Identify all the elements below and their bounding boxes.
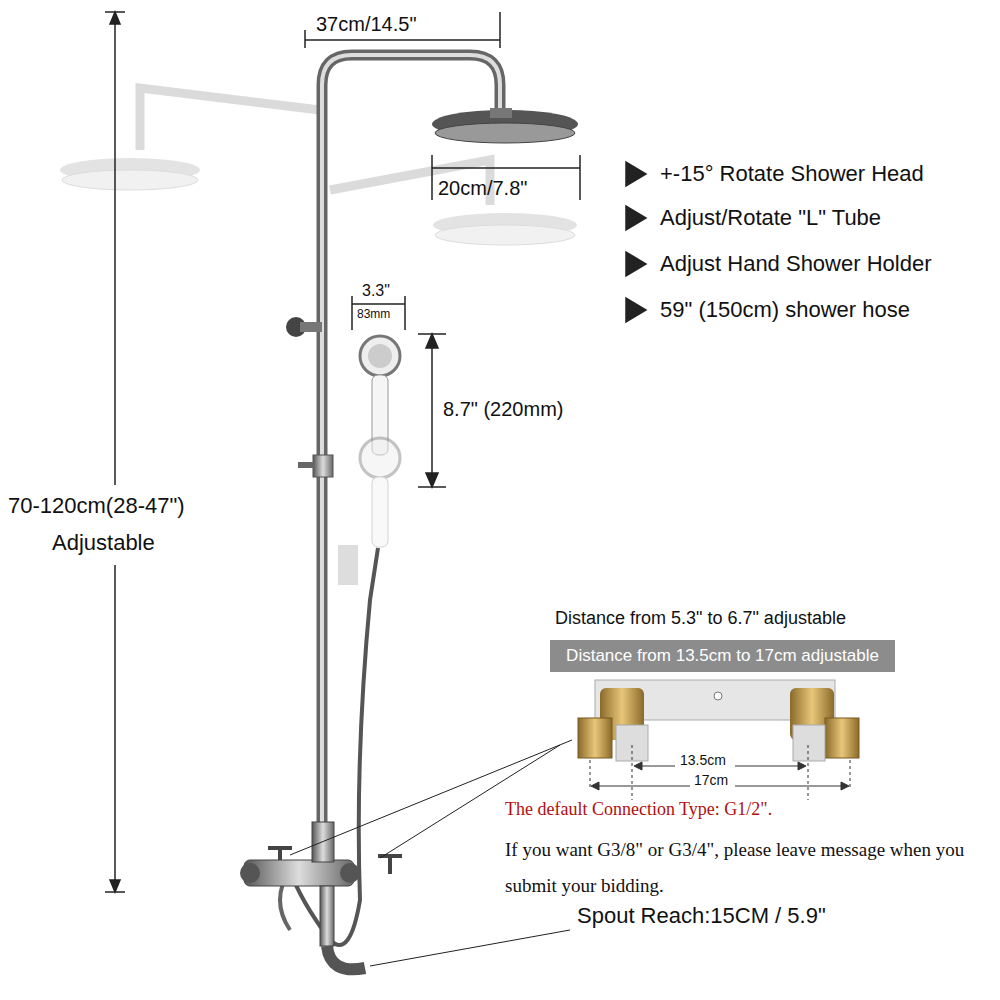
dimension-label: 8.7" (220mm) <box>443 398 563 421</box>
band-text: Distance from 13.5cm to 17cm adjustable <box>566 646 879 666</box>
connection-note: The default Connection Type: G1/2". <box>505 799 772 820</box>
dimension-label: 17cm <box>694 772 728 788</box>
dimension-label: 3.3" <box>362 282 390 300</box>
distance-band: Distance from 13.5cm to 17cm adjustable <box>550 640 895 672</box>
feature-text: Adjust/Rotate "L" Tube <box>660 205 881 231</box>
dimension-label: 37cm/14.5" <box>316 13 417 36</box>
dimension-label: 20cm/7.8" <box>438 177 527 200</box>
dimension-label: 83mm <box>357 307 390 321</box>
feature-text: Adjust Hand Shower Holder <box>660 251 931 277</box>
feature-text: 59" (150cm) shower hose <box>660 297 910 323</box>
order-note: If you want G3/8" or G3/4", please leave… <box>505 832 990 904</box>
spout-reach: Spout Reach:15CM / 5.9" <box>577 903 826 929</box>
dimension-label: 70-120cm(28-47") <box>8 493 185 519</box>
dimension-label: Adjustable <box>52 530 155 556</box>
feature-text: +-15° Rotate Shower Head <box>660 161 924 187</box>
dimension-label: 13.5cm <box>680 752 726 768</box>
inset-title: Distance from 5.3" to 6.7" adjustable <box>555 608 846 629</box>
